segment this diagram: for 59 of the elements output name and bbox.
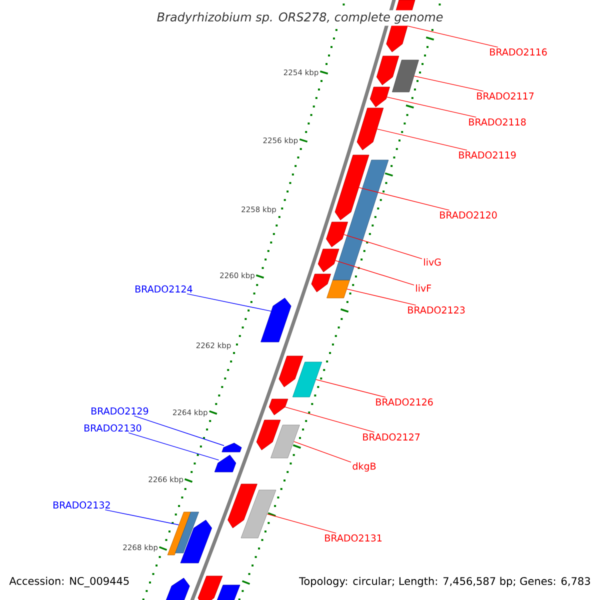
gene-block <box>270 424 300 458</box>
gene-label: livG <box>424 258 441 266</box>
gene-shape <box>164 578 190 600</box>
gene-label: BRADO2116 <box>490 48 547 56</box>
gene-label: BRADO2117 <box>477 92 534 100</box>
leader-line <box>346 288 416 306</box>
gene-label: BRADO2127 <box>363 433 420 441</box>
gene-label: BRADO2119 <box>459 151 516 159</box>
leader-line <box>284 406 375 433</box>
gene-label: BRADO2118 <box>469 118 526 126</box>
accession-text: Accession: NC_009445 <box>9 576 129 588</box>
gene-label: BRADO2123 <box>408 306 465 314</box>
gene-label: BRADO2126 <box>376 398 433 406</box>
genome-info-text: Topology: circular; Length: 7,456,587 bp; Genes: 6,783 <box>299 576 590 588</box>
gene-shape <box>256 420 281 450</box>
gene-shape <box>198 576 223 600</box>
gene-block <box>332 160 389 280</box>
leader-line <box>386 96 476 118</box>
gene-block <box>240 490 276 538</box>
gene-label: dkgB <box>352 462 376 472</box>
leader-line <box>266 514 336 534</box>
leader-line <box>104 509 180 526</box>
leader-line <box>407 26 498 48</box>
gene-shape <box>318 248 340 272</box>
leader-line <box>376 128 468 151</box>
leader-line <box>358 187 450 211</box>
gene-block <box>292 362 322 398</box>
gene-shape <box>326 222 348 248</box>
title: Bradyrhizobium sp. ORS278, complete genome <box>154 10 446 26</box>
gene-shape <box>228 484 258 528</box>
gene-label: BRADO2124 <box>136 285 192 293</box>
gene-block <box>167 512 191 556</box>
gene-shape <box>278 356 304 388</box>
gene-shape <box>376 56 400 86</box>
gene-block <box>326 280 350 298</box>
gene-block <box>214 584 240 600</box>
leader-line <box>186 293 272 312</box>
gene-shape <box>214 454 236 472</box>
gene-shape <box>260 298 292 342</box>
leader-line <box>344 234 422 260</box>
gene-shape <box>180 520 212 564</box>
gene-label: BRADO2129 <box>92 407 148 415</box>
gene-block <box>175 512 199 554</box>
gene-shape <box>334 154 370 220</box>
gene-label: livF <box>416 284 432 292</box>
gene-shape <box>222 442 242 452</box>
gene-label: BRADO2131 <box>325 534 382 542</box>
leader-line <box>294 441 352 463</box>
gene-label: BRADO2120 <box>440 211 497 219</box>
gene-shape <box>268 398 288 416</box>
gene-shape <box>311 274 331 292</box>
gene-shape <box>370 86 390 108</box>
leader-line <box>134 415 224 446</box>
gene-block <box>392 60 419 92</box>
gene-label: BRADO2132 <box>54 501 110 509</box>
leader-line <box>335 260 414 286</box>
leader-line <box>128 432 220 460</box>
gene-label: BRADO2130 <box>84 424 142 432</box>
leader-line <box>414 76 484 92</box>
